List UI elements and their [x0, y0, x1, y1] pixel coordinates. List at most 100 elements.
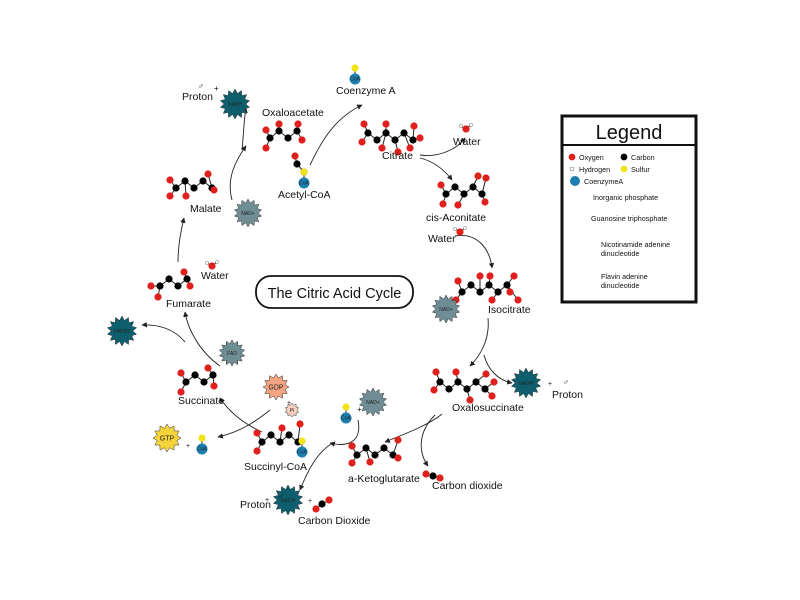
- molecule-a-ketoglutarate: [348, 436, 402, 467]
- molecule-isocitrate-atom: [506, 288, 514, 296]
- arrow-coa-release: [309, 104, 363, 166]
- pi-badge: Pi: [284, 402, 300, 418]
- molecule-water-2-atom: [453, 227, 457, 231]
- label-oxalosuccinate: Oxalosuccinate: [452, 402, 524, 414]
- molecule-succinyl-coa-atom: [253, 429, 261, 437]
- label-proton-2: Proton: [240, 499, 271, 511]
- molecule-co2-2: [312, 496, 333, 513]
- reaction-symbols: ♂ + + ♂ ♂ + + + + +: [186, 82, 569, 505]
- molecule-water-3-atom: [208, 262, 216, 270]
- fadh2-badge-text: FADH2: [114, 329, 130, 335]
- proton-symbol-2: ♂: [278, 492, 284, 501]
- arrow-aconitate-to-isocitrate: [454, 235, 495, 269]
- molecule-succinyl-coa-atom: [285, 431, 293, 439]
- molecule-a-ketoglutarate-atom: [348, 459, 356, 467]
- fadh2-badge: FADH2: [106, 315, 138, 347]
- molecule-fumarate-atom: [147, 282, 155, 290]
- molecule-water-2-atom: [463, 226, 467, 230]
- molecule-succinate: [177, 364, 218, 396]
- molecule-oxalosuccinate-atom: [454, 378, 462, 386]
- molecule-oxaloacetate-atom: [293, 127, 301, 135]
- molecule-water-1-atom: [462, 125, 470, 133]
- nadh-badge-2: NADH: [272, 484, 304, 516]
- molecule-fumarate-atom: [183, 275, 191, 283]
- plus-sign-3: +: [214, 84, 219, 93]
- molecule-oxaloacetate-atom: [284, 134, 292, 142]
- plus-sign-coa: +: [357, 405, 362, 414]
- arrow-succinate-to-fumarate: [183, 311, 221, 367]
- molecule-malate-atom: [210, 186, 218, 194]
- nad-badge-1: NAD+: [431, 294, 461, 324]
- arrow-nadh-formation-1: [483, 354, 513, 385]
- gtp-badge-text: GTP: [160, 436, 175, 443]
- molecule-succinyl-coa-atom: [253, 447, 261, 455]
- molecule-citrate-atom: [358, 138, 366, 146]
- arrow-succinylcoa-to-succinate: [219, 397, 263, 433]
- label-proton-1: Proton: [552, 389, 583, 401]
- molecule-succinyl-coa-atom: [296, 420, 304, 428]
- legend-oxygen-label: Oxygen: [579, 153, 604, 162]
- molecule-oxaloacetate-atom: [298, 136, 306, 144]
- molecule-succinate-atom: [191, 371, 199, 379]
- molecule-fumarate-atom: [165, 275, 173, 283]
- molecule-cis-aconitate-atom: [482, 174, 490, 182]
- legend-panel: Legend Oxygen Carbon Hydrogen Sulfur Coe…: [560, 114, 698, 304]
- molecule-cis-aconitate: [437, 172, 490, 209]
- legend-gtp-label: Guanosine triphosphate: [591, 214, 667, 223]
- molecule-cis-aconitate-atom: [454, 201, 462, 209]
- molecule-a-ketoglutarate-atom: [353, 451, 361, 459]
- molecule-a-ketoglutarate-atom: [380, 444, 388, 452]
- molecule-oxalosuccinate-atom: [482, 370, 490, 378]
- molecule-succinate-atom: [177, 369, 185, 377]
- legend-nadh-label-2: dinucleotide: [601, 249, 639, 258]
- label-malate: Malate: [190, 203, 222, 215]
- compound-labels: Oxaloacetate Acetyl-CoA Coenzyme A Citra…: [166, 85, 583, 527]
- molecule-cis-aconitate-atom: [469, 183, 477, 191]
- molecule-cis-aconitate-atom: [437, 181, 445, 189]
- molecule-co2-1-atom: [429, 472, 437, 480]
- proton-symbol-3: ♂: [198, 82, 204, 91]
- nad-badge-1-text: NAD+: [439, 307, 453, 313]
- arrow-nadh-formation-2: [299, 441, 336, 491]
- diagram-title-box: The Citric Acid Cycle: [255, 275, 414, 309]
- molecule-water-1-atom: [459, 124, 463, 128]
- label-water-3: Water: [201, 270, 229, 282]
- molecule-citrate-atom: [373, 136, 381, 144]
- molecule-a-ketoglutarate-atom: [348, 442, 356, 450]
- molecule-oxalosuccinate-atom: [436, 378, 444, 386]
- molecule-isocitrate-atom: [488, 296, 496, 304]
- molecule-acetyl-coa-atom: [293, 160, 301, 168]
- molecule-citrate-atom: [416, 134, 424, 142]
- molecule-malate-atom: [166, 192, 174, 200]
- molecule-oxalosuccinate-atom: [466, 396, 474, 404]
- molecule-oxaloacetate-atom: [275, 127, 283, 135]
- label-proton-3: Proton: [182, 91, 213, 103]
- molecule-cis-aconitate-atom: [451, 183, 459, 191]
- molecule-fumarate-atom: [154, 293, 162, 301]
- molecule-citrate-atom: [360, 120, 368, 128]
- label-water-1: Water: [453, 136, 481, 148]
- molecule-malate-atom: [172, 184, 180, 192]
- molecule-isocitrate-atom: [467, 281, 475, 289]
- molecule-oxaloacetate-atom: [266, 134, 274, 142]
- molecule-isocitrate: [452, 272, 522, 304]
- label-cis-aconitate: cis-Aconitate: [426, 212, 486, 224]
- molecule-isocitrate-atom: [458, 288, 466, 296]
- fad-badge: FAD: [218, 339, 246, 367]
- molecule-citrate-atom: [394, 148, 402, 156]
- molecule-oxaloacetate-atom: [294, 120, 302, 128]
- molecule-cis-aconitate-atom: [442, 190, 450, 198]
- pi-badge-text: Pi: [290, 408, 294, 414]
- molecule-water-1-atom: [469, 123, 473, 127]
- nadh-badge-3-text: NADH: [228, 102, 243, 108]
- molecule-fumarate-atom: [174, 282, 182, 290]
- label-carbon-dioxide-2: Carbon Dioxide: [298, 515, 371, 527]
- plus-sign-1: +: [548, 381, 552, 388]
- label-carbon-dioxide-1: Carbon dioxide: [432, 480, 503, 492]
- nadh-badge-1-text: NADH: [519, 381, 534, 387]
- molecule-a-ketoglutarate-atom: [394, 436, 402, 444]
- molecule-isocitrate-atom: [476, 288, 484, 296]
- molecule-citrate-atom: [382, 120, 390, 128]
- molecule-oxaloacetate: [262, 120, 306, 152]
